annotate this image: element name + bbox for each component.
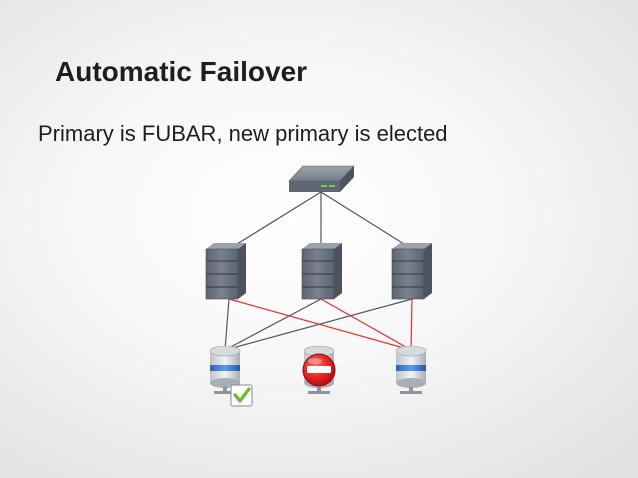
checkmark-icon bbox=[230, 384, 253, 407]
link-app-server-middle-to-db-node-right bbox=[320, 298, 412, 351]
network-switch-icon bbox=[288, 165, 355, 192]
server-rack-icon bbox=[301, 243, 342, 300]
server-rack-icon bbox=[391, 243, 432, 300]
link-network-switch-to-app-server-right bbox=[320, 191, 413, 250]
link-app-server-left-to-db-node-left bbox=[224, 298, 230, 351]
slide-subtitle: Primary is FUBAR, new primary is elected bbox=[38, 121, 448, 146]
no-entry-icon bbox=[302, 353, 336, 387]
slide-title: Automatic Failover bbox=[55, 56, 308, 87]
link-app-server-right-to-db-node-right bbox=[410, 298, 413, 351]
diagram-links bbox=[224, 191, 413, 351]
link-network-switch-to-app-server-left bbox=[228, 191, 322, 250]
database-icon bbox=[395, 345, 427, 394]
link-app-server-middle-to-db-node-left bbox=[224, 298, 322, 351]
server-rack-icon bbox=[205, 243, 246, 300]
link-app-server-left-to-db-node-right bbox=[228, 298, 412, 351]
